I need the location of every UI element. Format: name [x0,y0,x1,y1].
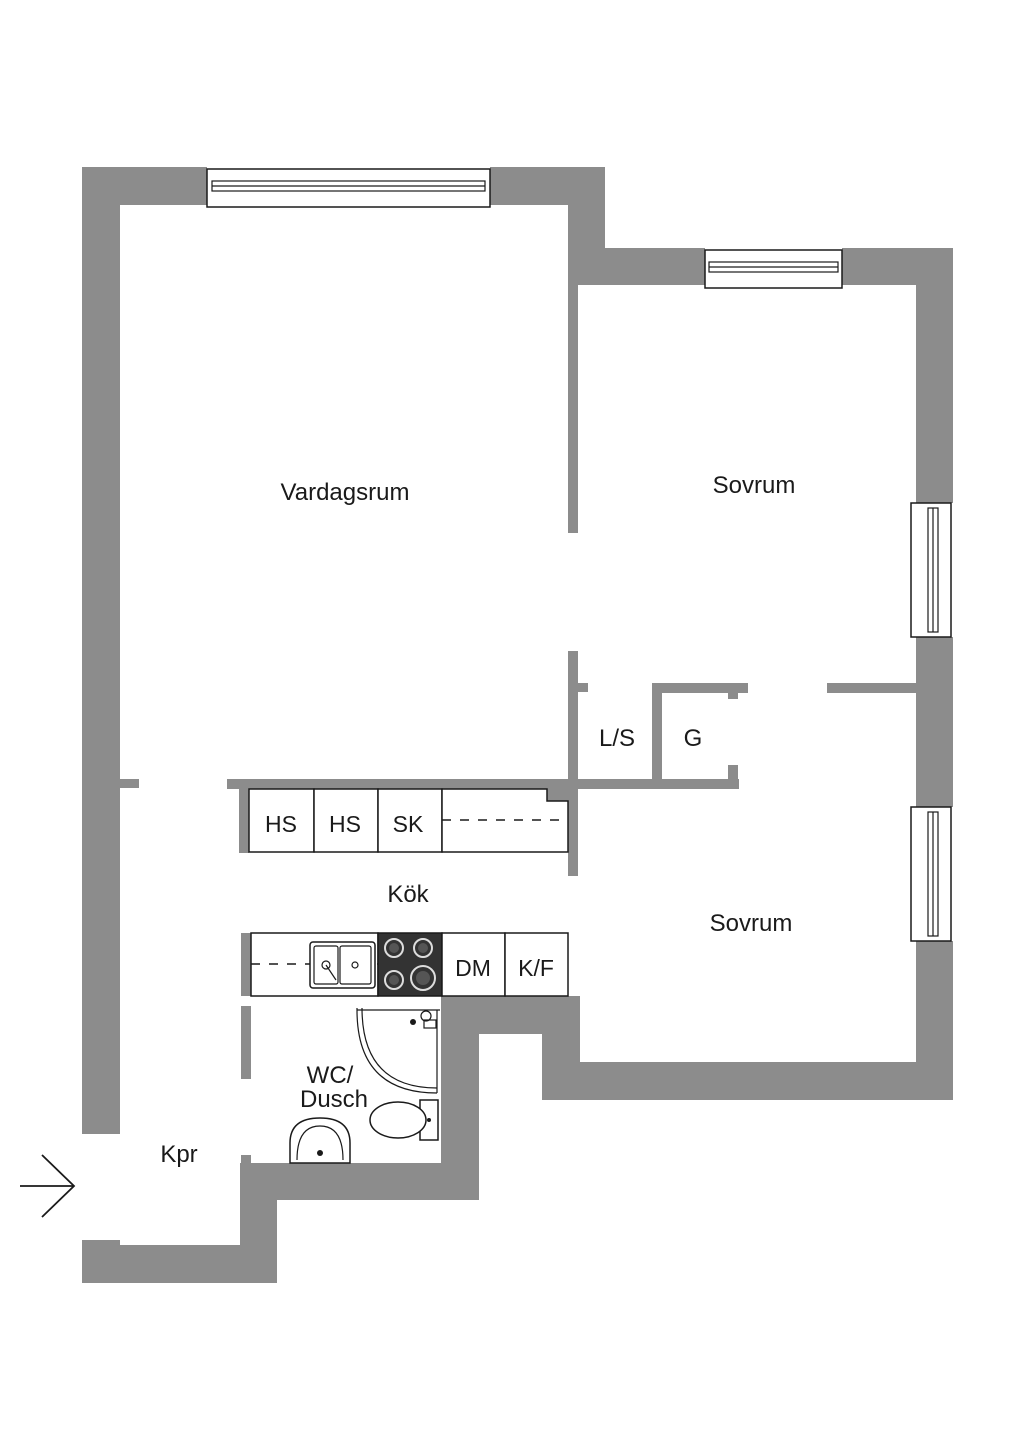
wall-bath-bottom [241,1163,479,1200]
wall-g-top-nib [728,683,738,699]
shower-icon [356,1007,440,1094]
wall-left-nib [120,779,139,788]
wardrobe-hs-2 [313,788,379,853]
fixture-label-hs-2: HS [329,811,361,837]
fridge-freezer [504,932,569,997]
wall-right-middle [916,637,953,807]
walls [82,167,953,1283]
wall-bath-left-low [241,1155,251,1167]
wall-g-top [652,683,748,693]
fixture-label-hs-1: HS [265,811,297,837]
wall-wardrobe-right-vertical [568,651,578,876]
room-labels: Vardagsrum Sovrum Sovrum Kök WC/ Dusch K… [160,472,795,1168]
wall-wardrobe-left [239,779,249,853]
wardrobe-sk [377,788,443,853]
fixture-label-sk: SK [393,811,424,837]
wall-g-left [652,683,662,789]
wall-top-left [82,167,207,205]
fixture-labels: HS HS SK DM K/F [265,811,554,981]
dishwasher [441,932,506,997]
wall-wardrobe-step [547,789,568,801]
wall-wardrobe-top [227,779,739,789]
wall-ls-nib [578,683,588,692]
window-top-living [206,168,491,208]
washbasin-icon [289,1117,351,1164]
wall-bath-left [241,1006,251,1079]
wall-living-bedroom [568,285,578,533]
entrance-arrow-icon [20,1154,76,1218]
wall-entry-bottom [82,1245,277,1283]
wall-right-upper [916,248,953,503]
windows [206,168,952,942]
room-label-kpr: Kpr [160,1141,197,1168]
room-label-sovrum-upper: Sovrum [713,472,796,499]
room-label-g: G [684,725,703,752]
bathroom-fixtures [289,1007,440,1164]
wall-kitchen-counter-lower-left [241,933,251,996]
fixture-label-dm: DM [455,955,491,981]
wardrobes [248,788,569,853]
stove-icon [377,932,443,997]
window-top-bedroom [704,249,843,289]
window-right-lower [910,806,952,942]
room-label-ls: L/S [599,725,635,752]
room-label-sovrum-lower: Sovrum [710,910,793,937]
wall-bottom-step [542,1034,580,1100]
wall-kitchen-bottom-nib [568,996,580,1034]
toilet-icon [369,1099,439,1141]
wall-bedroom-divider [827,683,916,693]
wall-left-upper [82,167,120,1134]
room-label-kok: Kök [387,881,429,908]
window-right-upper [910,502,952,638]
room-label-vardagsrum: Vardagsrum [281,479,410,506]
room-label-wc-line2: Dusch [300,1086,368,1113]
sink-icon [309,941,376,989]
wall-step-horizontal [568,248,705,285]
fixture-label-kf: K/F [518,955,554,981]
wall-bottom-right [542,1062,953,1100]
kitchen-counter [250,932,569,997]
room-label-wc-line1: WC/ [307,1062,354,1089]
wall-g-right-nib [728,765,738,789]
